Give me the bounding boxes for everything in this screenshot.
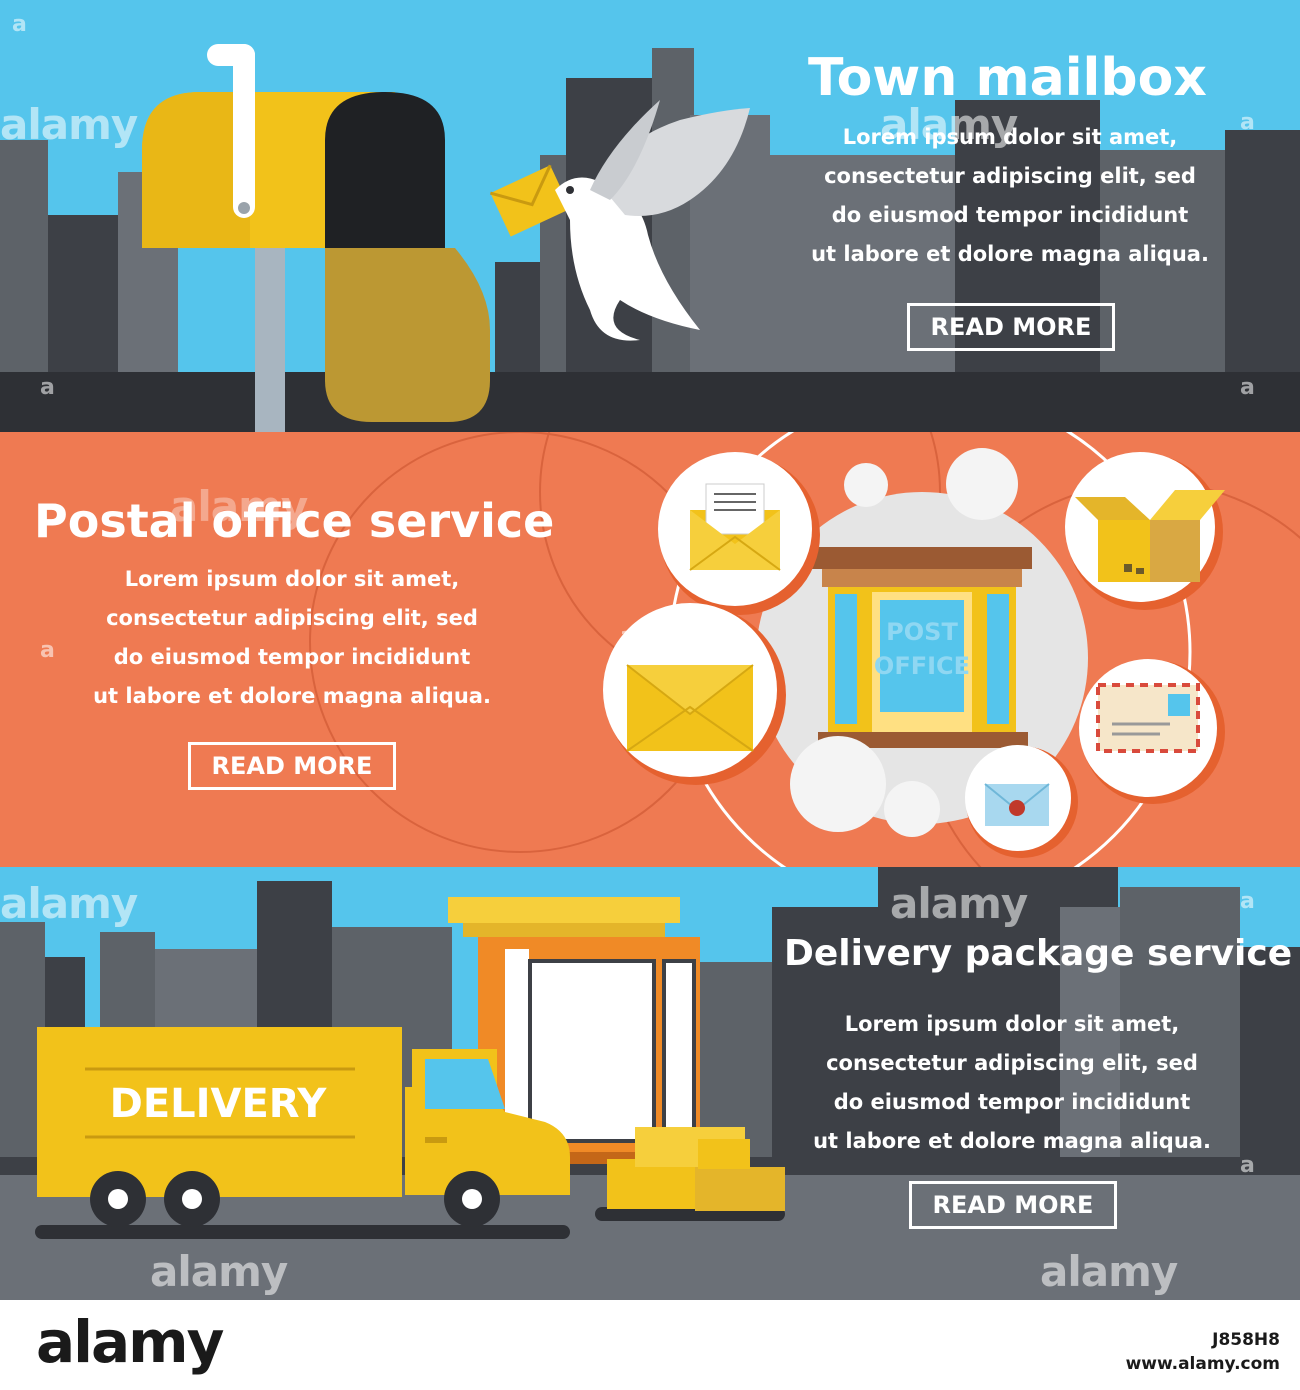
banner-town-mailbox: alamy alamy a a a a Town mailbox Lorem i… (0, 0, 1300, 432)
post-office-sign-line: OFFICE (874, 652, 970, 680)
read-more-button[interactable]: READ MORE (188, 742, 396, 790)
banner-title: Delivery package service (784, 933, 1293, 974)
banner-delivery-package: DELIVERY alamy alamy alamy alamy a a Del… (0, 867, 1300, 1300)
description-line: Lorem ipsum dolor sit amet, (842, 125, 1178, 149)
watermark-fragment: a (40, 375, 55, 400)
banner-title: Town mailbox (808, 48, 1207, 108)
banner-description: Lorem ipsum dolor sit amet, consectetur … (62, 560, 522, 716)
banner-title: Postal office service (34, 494, 555, 548)
watermark: alamy (880, 100, 1018, 149)
truck-label: DELIVERY (110, 1081, 328, 1127)
description-line: Lorem ipsum dolor sit amet, (844, 1012, 1180, 1036)
watermark: alamy (0, 100, 138, 149)
description-line: consectetur adipiscing elit, sed (826, 1051, 1198, 1075)
watermark: alamy (1040, 1247, 1178, 1296)
town-mailbox-illustration (0, 0, 1300, 432)
description-line: do eiusmod tempor incididunt (831, 203, 1189, 227)
description-line: do eiusmod tempor incididunt (833, 1090, 1191, 1114)
description-line: consectetur adipiscing elit, sed (106, 606, 478, 630)
watermark: alamy (170, 482, 308, 531)
watermark-fragment: a (620, 624, 635, 649)
description-line: do eiusmod tempor incididunt (113, 645, 471, 669)
read-more-button[interactable]: READ MORE (907, 303, 1115, 351)
watermark-fragment: a (12, 12, 27, 37)
watermark-fragment: a (1240, 110, 1255, 135)
description-line: consectetur adipiscing elit, sed (824, 164, 1196, 188)
description-line: ut labore et dolore magna aliqua. (93, 684, 491, 708)
post-office-illustration: POST OFFICE (0, 432, 1300, 867)
watermark-fragment: a (1240, 889, 1255, 914)
watermark-fragment: a (40, 638, 55, 663)
watermark: alamy (150, 1247, 288, 1296)
watermark: alamy (890, 879, 1028, 928)
description-line: Lorem ipsum dolor sit amet, (124, 567, 460, 591)
banner-postal-office: POST OFFICE (0, 432, 1300, 867)
watermark-fragment: a (1240, 375, 1255, 400)
banner-description: Lorem ipsum dolor sit amet, consectetur … (782, 1005, 1242, 1161)
watermark-fragment: a (1240, 1153, 1255, 1178)
image-id: J858H8 (1212, 1330, 1280, 1350)
watermark: alamy (0, 879, 138, 928)
post-office-sign-line: POST (886, 618, 958, 646)
delivery-illustration: DELIVERY (0, 867, 1300, 1300)
description-line: ut labore et dolore magna aliqua. (813, 1129, 1211, 1153)
site-url: www.alamy.com (1125, 1354, 1280, 1374)
banner-description: Lorem ipsum dolor sit amet, consectetur … (780, 118, 1240, 274)
image-id-block: J858H8 www.alamy.com (1126, 1328, 1280, 1376)
description-line: ut labore et dolore magna aliqua. (811, 242, 1209, 266)
read-more-button[interactable]: READ MORE (909, 1181, 1117, 1229)
alamy-logo: alamy (36, 1308, 224, 1376)
stock-footer: alamy J858H8 www.alamy.com (0, 1300, 1300, 1390)
